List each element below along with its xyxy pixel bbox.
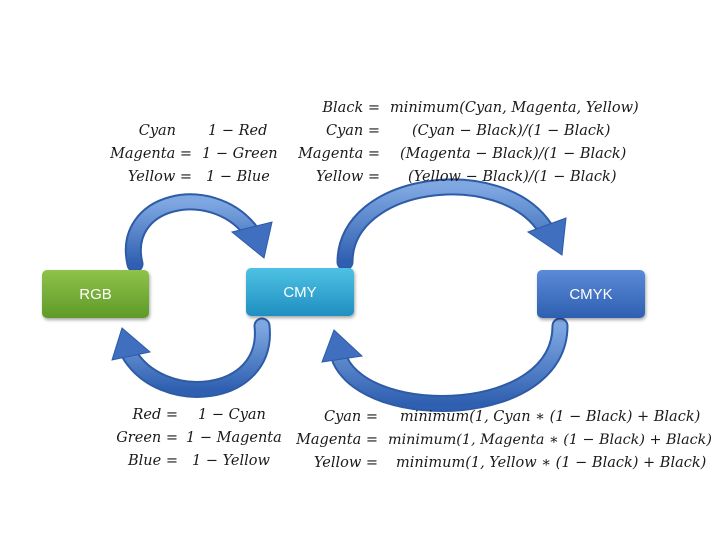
equation-lhs: Yellow = bbox=[313, 455, 378, 471]
equation-lhs: Black = bbox=[322, 100, 380, 116]
arrow-rgb-to-cmy bbox=[124, 193, 273, 273]
equation-lhs: Yellow = bbox=[127, 169, 192, 185]
equation-lhs: Magenta = bbox=[298, 146, 380, 162]
equation-lhs: Magenta = bbox=[110, 146, 192, 162]
equation-rhs: 1 − Yellow bbox=[192, 453, 270, 469]
equation-lhs: Blue = bbox=[128, 453, 178, 469]
cmy-node: CMY bbox=[246, 268, 354, 316]
equation-lhs: Red = bbox=[132, 407, 178, 423]
arrow-cmy-to-cmyk bbox=[336, 178, 567, 271]
equation-lhs: Cyan = bbox=[325, 123, 380, 139]
equation-lhs: Cyan = bbox=[323, 409, 378, 425]
equation-rhs: (Yellow − Black)/(1 − Black) bbox=[408, 169, 617, 185]
equation-rhs: minimum(1, Magenta ∗ (1 − Black) + Black… bbox=[388, 432, 712, 448]
arrow-cmyk-to-cmy bbox=[321, 317, 569, 412]
equation-rhs: 1 − Red bbox=[208, 123, 268, 139]
equation-lhs: Yellow = bbox=[315, 169, 380, 185]
equation-rhs: (Magenta − Black)/(1 − Black) bbox=[400, 146, 627, 162]
cmyk-label: CMYK bbox=[569, 285, 613, 303]
equation-lhs: Cyan bbox=[138, 123, 176, 139]
equation-rhs: 1 − Green bbox=[202, 146, 278, 162]
cmy-label: CMY bbox=[283, 283, 317, 301]
equation-rhs: 1 − Cyan bbox=[198, 407, 266, 423]
equation-rhs: (Cyan − Black)/(1 − Black) bbox=[412, 123, 611, 139]
equation-rhs: 1 − Magenta bbox=[186, 430, 282, 446]
cmyk-node: CMYK bbox=[537, 270, 645, 318]
arrow-cmy-to-rgb bbox=[111, 317, 271, 398]
equation-rhs: 1 − Blue bbox=[206, 169, 270, 185]
equation-rhs: minimum(1, Cyan ∗ (1 − Black) + Black) bbox=[400, 409, 701, 425]
equation-rhs: minimum(Cyan, Magenta, Yellow) bbox=[390, 100, 639, 116]
equation-lhs: Magenta = bbox=[296, 432, 378, 448]
rgb-node: RGB bbox=[42, 270, 149, 318]
rgb-label: RGB bbox=[79, 285, 112, 303]
equation-rhs: minimum(1, Yellow ∗ (1 − Black) + Black) bbox=[396, 455, 707, 471]
equation-lhs: Green = bbox=[116, 430, 178, 446]
